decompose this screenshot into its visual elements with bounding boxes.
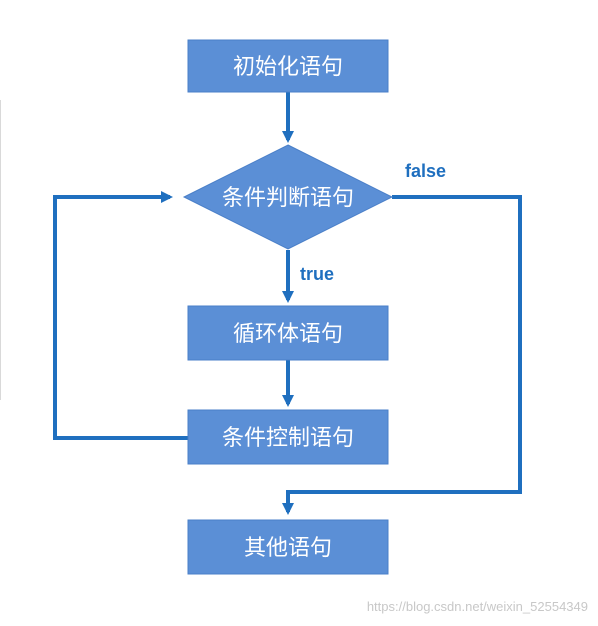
node-body-label: 循环体语句	[233, 322, 343, 347]
edge-label-false: false	[405, 161, 446, 181]
left-divider	[0, 100, 1, 400]
node-condition: 条件判断语句	[182, 144, 394, 250]
edge-control-loop-back	[53, 191, 188, 440]
node-init: 初始化语句	[187, 39, 389, 93]
node-control: 条件控制语句	[187, 409, 389, 465]
node-other: 其他语句	[187, 519, 389, 575]
edge-label-true: true	[300, 264, 334, 284]
node-body: 循环体语句	[187, 305, 389, 361]
node-control-label: 条件控制语句	[222, 426, 354, 451]
node-other-label: 其他语句	[244, 536, 332, 561]
watermark-text: https://blog.csdn.net/weixin_52554349	[366, 599, 588, 614]
node-init-label: 初始化语句	[233, 55, 343, 80]
node-condition-label: 条件判断语句	[222, 186, 354, 211]
edge-condition-false-to-other	[282, 195, 522, 515]
